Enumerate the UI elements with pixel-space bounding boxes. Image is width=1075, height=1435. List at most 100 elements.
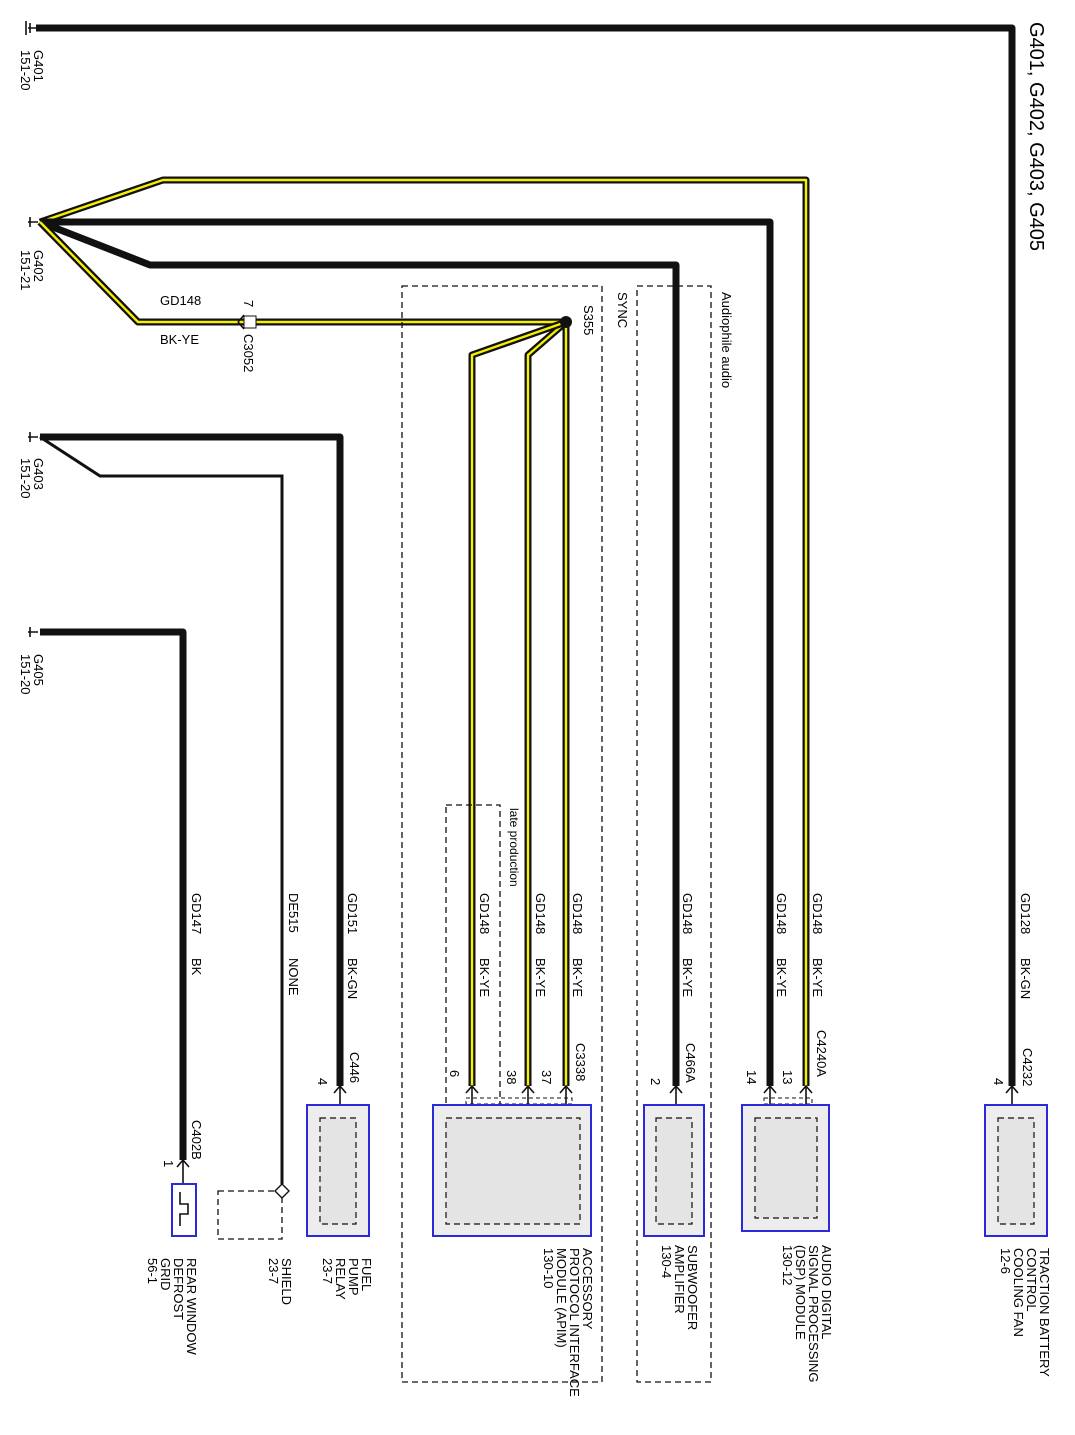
wire-label-apim6-color: BK-YE (477, 958, 492, 997)
region-sync-label: SYNC (615, 292, 630, 328)
traction-line1: TRACTION BATTERY (1037, 1248, 1052, 1377)
wire-label-gd128-color: BK-GN (1018, 958, 1033, 999)
connector-c3052: 7 C3052 GD148 BK-YE (160, 293, 257, 372)
ground-g405-id: G405 (31, 654, 46, 686)
wire-gd148-subwoofer (38, 218, 680, 1086)
component-shield: SHIELD 23-7 (217, 1183, 294, 1305)
rear-window-ref: 56-1 (145, 1258, 160, 1284)
splice-s355-label: S355 (581, 305, 596, 335)
c4240a-pin-14: 14 (744, 1070, 759, 1084)
c4240a-id: C4240A (814, 1030, 829, 1077)
wire-label-subwoofer-circuit: GD148 (680, 893, 695, 934)
fuel-pump-line3: RELAY (333, 1258, 348, 1300)
wire-gd148-apim-38 (524, 319, 569, 1086)
wire-label-dsp14-circuit: GD148 (774, 893, 789, 934)
ground-g405-ref: 151-20 (18, 654, 33, 694)
ground-g401: G401 151-20 (18, 21, 46, 90)
wire-label-gd151-color: BK-GN (345, 958, 360, 999)
dsp-line3: (DSP) MODULE (793, 1245, 808, 1340)
wire-gd147 (40, 628, 187, 1160)
wire-label-gd147-circuit: GD147 (189, 893, 204, 934)
c3052-pin: 7 (241, 300, 256, 307)
subwoofer-line2: AMPLIFIER (672, 1245, 687, 1314)
apim-ref: 130-10 (541, 1248, 556, 1288)
connector-c466a: C466A 2 (648, 1043, 698, 1105)
wire-gd128 (36, 24, 1016, 1086)
apim-line2: PROTOCOL INTERFACE (567, 1248, 582, 1397)
component-rear-window-defrost-grid: REAR WINDOW DEFROST GRID 56-1 (145, 1183, 199, 1356)
fuel-pump-line2: PUMP (346, 1258, 361, 1296)
component-subwoofer-amplifier: SUBWOOFER AMPLIFIER 130-4 (643, 1104, 705, 1330)
wire-label-subwoofer-color: BK-YE (680, 958, 695, 997)
ground-g402-id: G402 (31, 250, 46, 282)
subwoofer-ref: 130-4 (659, 1245, 674, 1278)
ground-g402: G402 151-21 (18, 217, 46, 290)
wire-label-apim37-circuit: GD148 (570, 893, 585, 934)
wire-labels: GD147 BK DE515 NONE GD151 BK-GN GD148 BK… (189, 893, 1033, 999)
dsp-ref: 130-12 (780, 1245, 795, 1285)
fuel-pump-ref: 23-7 (320, 1258, 335, 1284)
dsp-line1: AUDIO DIGITAL (819, 1245, 834, 1339)
subwoofer-line1: SUBWOOFER (685, 1245, 700, 1330)
wire-gd148-c3052 (37, 219, 566, 326)
wire-de515 (39, 435, 284, 1184)
region-audiophile (636, 285, 712, 1383)
c446-id: C446 (347, 1052, 362, 1083)
traction-line2: CONTROL (1024, 1248, 1039, 1312)
dsp-line2: SIGNAL PROCESSING (806, 1245, 821, 1383)
c3338-id: C3338 (573, 1043, 588, 1081)
region-audiophile-label: Audiophile audio (719, 292, 734, 388)
region-sync (401, 285, 603, 1383)
wire-label-apim6-circuit: GD148 (477, 893, 492, 934)
c402b-id: C402B (189, 1120, 204, 1160)
wire-label-gd128-circuit: GD128 (1018, 893, 1033, 934)
c3052-color: BK-YE (160, 332, 199, 347)
c3052-id: C3052 (241, 334, 256, 372)
rear-window-line1: REAR WINDOW (184, 1258, 199, 1356)
wire-label-dsp13-circuit: GD148 (810, 893, 825, 934)
fuel-pump-line1: FUEL (359, 1258, 374, 1291)
shield-line1: SHIELD (279, 1258, 294, 1305)
c4232-id: C4232 (1020, 1048, 1035, 1086)
ground-g403-id: G403 (31, 458, 46, 490)
wire-label-dsp14-color: BK-YE (774, 958, 789, 997)
diagram-title: G401, G402, G403, G405 (1025, 22, 1047, 251)
component-dsp-module: AUDIO DIGITAL SIGNAL PROCESSING (DSP) MO… (741, 1104, 834, 1383)
wire-label-apim38-color: BK-YE (533, 958, 548, 997)
wire-label-apim38-circuit: GD148 (533, 893, 548, 934)
connector-c4232: C4232 4 (991, 1048, 1035, 1105)
c466a-id: C466A (683, 1043, 698, 1083)
ground-g401-id: G401 (31, 50, 46, 82)
rear-window-line3: GRID (158, 1258, 173, 1291)
connector-c402b: C402B 1 (161, 1120, 204, 1185)
wire-gd148-dsp-14 (40, 218, 774, 1086)
wire-label-gd147-color: BK (189, 958, 204, 976)
ground-g401-ref: 151-20 (18, 50, 33, 90)
c446-pin: 4 (315, 1078, 330, 1085)
c402b-pin: 1 (161, 1160, 176, 1167)
wire-label-dsp13-color: BK-YE (810, 958, 825, 997)
wire-gd151 (40, 433, 344, 1086)
c3338-pin-38: 38 (504, 1070, 519, 1084)
wire-label-apim37-color: BK-YE (570, 958, 585, 997)
ground-g403-ref: 151-20 (18, 458, 33, 498)
wire-label-de515-color: NONE (286, 958, 301, 996)
c3338-pin-37: 37 (539, 1070, 554, 1084)
apim-line3: MODULE (APIM) (554, 1248, 569, 1348)
wire-label-de515-circuit: DE515 (286, 893, 301, 933)
c3338-pin-6: 6 (447, 1070, 462, 1077)
connector-c3338: C3338 37 38 6 (447, 1043, 588, 1105)
connector-c446: C446 4 (315, 1052, 362, 1105)
region-late-production-label: late production (507, 808, 521, 887)
splice-s355 (560, 316, 572, 328)
traction-ref: 12-6 (998, 1248, 1013, 1274)
component-traction-battery-fan: TRACTION BATTERY CONTROL COOLING FAN 12-… (984, 1104, 1052, 1377)
wire-gd148-apim-6 (468, 318, 568, 1086)
wire-gd148-dsp-13 (38, 176, 810, 1086)
c4240a-pin-13: 13 (780, 1070, 795, 1084)
traction-line3: COOLING FAN (1011, 1248, 1026, 1337)
c4232-pin: 4 (991, 1078, 1006, 1085)
ground-g405: G405 151-20 (18, 627, 46, 694)
component-fuel-pump-relay: FUEL PUMP RELAY 23-7 (306, 1104, 374, 1300)
